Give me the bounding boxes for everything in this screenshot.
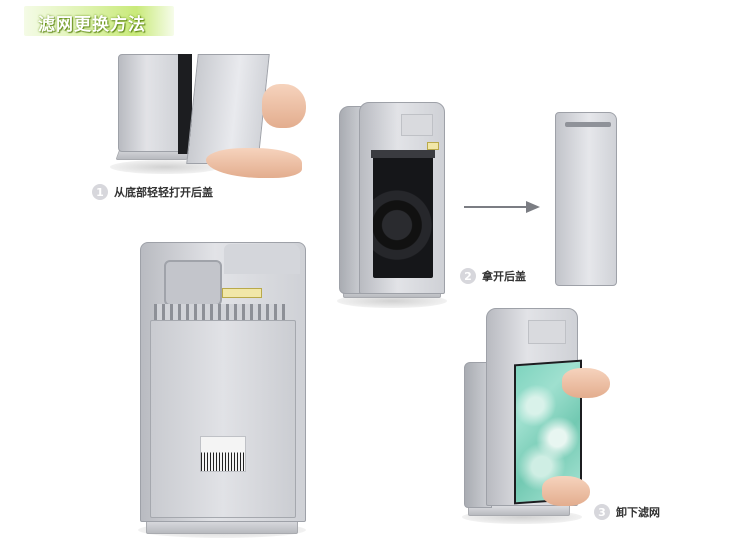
title-banner: 滤网更换方法 [24, 6, 174, 36]
hand-right [562, 368, 610, 398]
step-3-caption: 3 卸下滤网 [594, 504, 660, 520]
vent-grille [154, 304, 290, 320]
handle [164, 260, 222, 306]
step-1-number: 1 [92, 184, 108, 200]
step-3-number: 3 [594, 504, 610, 520]
photo-step-1 [110, 52, 312, 182]
step-2-caption: 2 拿开后盖 [460, 268, 526, 284]
photo-step-2-purifier [335, 98, 450, 313]
filter-fan-area [373, 152, 433, 278]
arrow-right-icon [526, 201, 540, 213]
step-2-number: 2 [460, 268, 476, 284]
hand-bottom [206, 148, 302, 178]
purifier-body [118, 54, 182, 152]
removed-back-cover [555, 112, 619, 290]
arrow-line [464, 206, 528, 208]
step-2-text: 拿开后盖 [482, 270, 526, 283]
photo-rear-view [138, 240, 308, 542]
step-1-caption: 1 从底部轻轻打开后盖 [92, 184, 213, 200]
hand-bottom [542, 476, 590, 506]
step-1-text: 从底部轻轻打开后盖 [114, 186, 213, 199]
photo-step-3 [462, 306, 612, 526]
hand-top [262, 84, 306, 128]
step-3-text: 卸下滤网 [616, 506, 660, 519]
barcode-label [200, 436, 246, 472]
page-title: 滤网更换方法 [38, 15, 146, 35]
